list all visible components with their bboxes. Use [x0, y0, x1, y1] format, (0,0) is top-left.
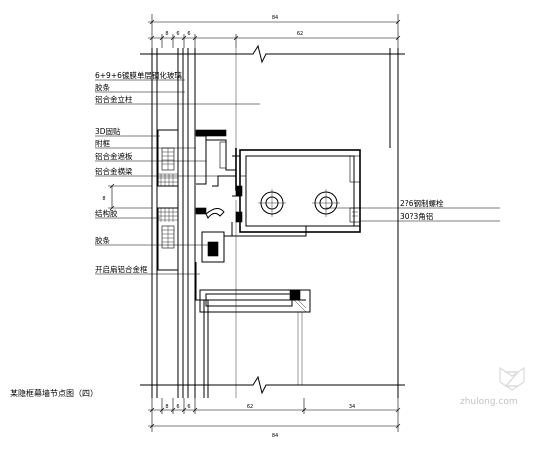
bottom-mid-dimension-b: 34: [349, 404, 355, 410]
label-transom: 铝合金横梁: [95, 166, 133, 176]
label-steel-bolt: 2?6钢制螺栓: [400, 198, 444, 208]
label-angle-aluminium: 30?3角铝: [400, 211, 433, 221]
top-main-dimension: 62: [297, 31, 303, 37]
label-glass: 6+9+6镀膜单层钢化玻璃: [95, 70, 182, 80]
top-segment-2: 6: [176, 31, 179, 37]
bottom-mid-dimension-a: 62: [247, 404, 253, 410]
watermark-text: zhulong.com: [460, 397, 518, 407]
left-callouts: 6+9+6镀膜单层钢化玻璃 胶条 铝合金立柱 3D固贴 附框 铝合金遮板 铝合金…: [95, 70, 260, 275]
watermark-logo: [499, 366, 525, 391]
label-structural-sealant: 结构胶: [95, 208, 118, 218]
drawing-caption: 某隐框幕墙节点图（四）: [10, 388, 98, 398]
label-mullion: 铝合金立柱: [95, 94, 133, 104]
bolt-left: [258, 189, 286, 217]
left-side-dimension-text: 8: [102, 196, 105, 202]
break-line-top: [140, 44, 405, 64]
right-callouts: 2?6钢制螺栓 30?3角铝: [326, 198, 500, 222]
bottom-segment-1: 8: [165, 404, 168, 410]
top-segment-1: 8: [165, 31, 168, 37]
break-line-bottom: [140, 375, 405, 395]
lower-glass-spacer: [157, 207, 179, 271]
label-3d-tape: 3D固贴: [95, 126, 121, 136]
upper-glass-spacer: [157, 129, 179, 187]
top-total-dimension: 84: [272, 15, 278, 21]
bottom-dimension-chain: 8 6 6 62 34 84: [148, 398, 401, 439]
bottom-total-dimension: 84: [272, 433, 278, 439]
bolt-right: [312, 189, 340, 217]
vertical-frame-lines: [151, 48, 399, 398]
bottom-segment-2: 6: [176, 404, 179, 410]
upper-clamp-profile: [195, 129, 240, 191]
top-segment-3: 6: [187, 31, 190, 37]
label-sub-frame: 附框: [95, 138, 110, 148]
top-dimension-chain: 84 8 6 6 62: [148, 14, 401, 48]
bottom-segment-3: 6: [187, 404, 190, 410]
label-gasket-1: 胶条: [95, 82, 110, 92]
label-cover-plate: 铝合金遮板: [95, 151, 133, 161]
label-sash-frame: 开启扇铝合金框: [95, 264, 148, 274]
aluminium-transom: [231, 149, 361, 237]
label-gasket-2: 胶条: [95, 235, 110, 245]
opening-sash-frame: [195, 207, 311, 313]
left-side-dimension: 8: [102, 183, 152, 211]
